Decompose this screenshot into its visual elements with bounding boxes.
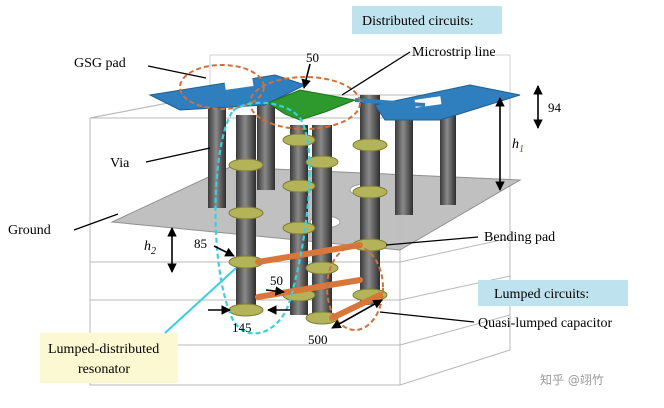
distributed-circuits-box	[352, 6, 502, 34]
quasi-lumped-capacitor-label: Quasi-lumped capacitor	[478, 316, 612, 331]
h1-label: h1	[512, 137, 524, 155]
gsg-pad-label: GSG pad	[74, 56, 126, 71]
microstrip-line	[266, 89, 357, 121]
gsg-pad-left	[148, 74, 307, 111]
distributed-circuits-label: Distributed circuits:	[362, 14, 474, 29]
dashed-ellipse-capacitor	[326, 245, 384, 331]
via-label: Via	[110, 156, 130, 171]
ground-label: Ground	[8, 223, 51, 238]
microstrip-line-label: Microstrip line	[412, 45, 496, 60]
dashed-ellipse-gsg	[179, 64, 265, 110]
dim-500: 500	[308, 332, 328, 347]
dim-94: 94	[548, 100, 562, 115]
resonator-callout-line	[164, 267, 237, 334]
via	[395, 115, 413, 215]
via	[290, 125, 308, 315]
dim-85: 85	[194, 236, 207, 251]
dashed-ellipse-resonator	[214, 101, 311, 335]
via	[208, 100, 226, 208]
via	[312, 125, 332, 320]
lumped-circuits-box	[478, 280, 628, 306]
via	[360, 95, 380, 305]
dim-50-top: 50	[306, 50, 319, 65]
callout-lines	[73, 51, 479, 323]
dimension-arrows	[167, 63, 543, 329]
watermark: 知乎 @翊竹	[540, 372, 604, 387]
resonator-label-line1: Lumped-distributed	[48, 342, 159, 357]
lumped-circuits-label: Lumped circuits:	[494, 287, 589, 302]
h2-label: h2	[144, 239, 156, 257]
resonator-label-line2: resonator	[78, 362, 130, 377]
gsg-pad-right	[374, 84, 521, 121]
bending-pad-label: Bending pad	[484, 230, 555, 245]
via	[440, 95, 456, 205]
dim-145: 145	[232, 320, 252, 335]
resonator-box	[40, 333, 178, 383]
substrate-front-face	[89, 118, 401, 386]
via-pads	[228, 133, 388, 325]
dim-50-mid: 50	[270, 273, 283, 288]
